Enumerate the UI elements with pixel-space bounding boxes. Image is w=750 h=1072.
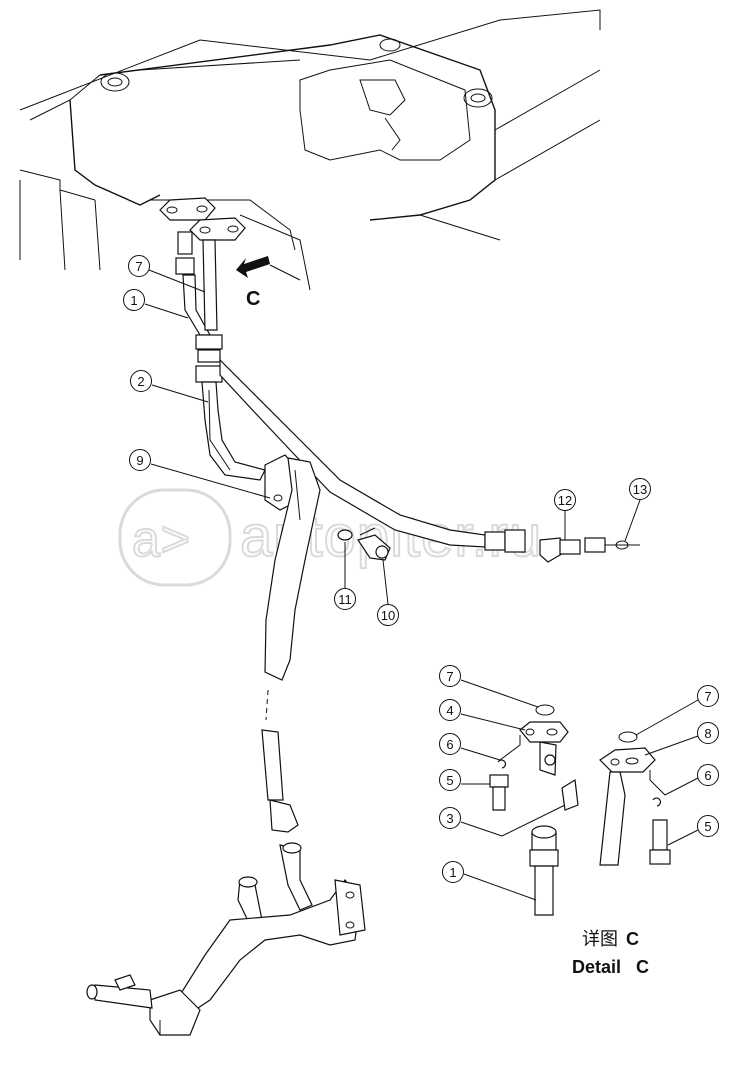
detail-title-en: Detail xyxy=(572,957,621,977)
svg-text:a>: a> xyxy=(132,511,191,567)
hose-long-down xyxy=(261,457,321,833)
detail-callout-8: 8 xyxy=(704,726,711,741)
detail-callout-5a: 5 xyxy=(446,773,453,788)
callout-10: 10 xyxy=(381,608,395,623)
bottom-manifold xyxy=(86,842,366,1036)
detail-callout-6b: 6 xyxy=(704,768,711,783)
view-label: C xyxy=(246,288,260,310)
pipe-assembly-upper xyxy=(175,231,223,383)
detail-title: 详图 C Detail C xyxy=(572,929,649,977)
view-arrow-c: C xyxy=(236,256,270,310)
hose-right xyxy=(219,358,640,563)
callout-13: 13 xyxy=(633,482,647,497)
detail-c xyxy=(489,704,671,916)
callout-11: 11 xyxy=(338,592,352,607)
detail-title-cn-letter: C xyxy=(626,929,639,949)
detail-title-en-letter: C xyxy=(636,957,649,977)
detail-callout-7b: 7 xyxy=(704,689,711,704)
callouts-detail: 7 4 6 5 3 1 7 8 6 5 xyxy=(439,665,719,901)
detail-callout-7a: 7 xyxy=(446,669,453,684)
callouts-main: 7 1 2 9 11 10 12 13 xyxy=(123,255,651,626)
callout-1: 1 xyxy=(130,293,137,308)
callout-2: 2 xyxy=(137,374,144,389)
callout-7: 7 xyxy=(135,259,142,274)
detail-title-cn: 详图 xyxy=(582,929,618,950)
detail-callout-5b: 5 xyxy=(704,819,711,834)
detail-callout-3: 3 xyxy=(446,811,453,826)
callout-12: 12 xyxy=(558,493,572,508)
pipe-flanges xyxy=(159,197,246,241)
engine-block xyxy=(19,9,601,291)
detail-callout-4: 4 xyxy=(446,703,453,718)
detail-callout-6a: 6 xyxy=(446,737,453,752)
callout-9: 9 xyxy=(136,453,143,468)
detail-callout-1: 1 xyxy=(449,865,456,880)
